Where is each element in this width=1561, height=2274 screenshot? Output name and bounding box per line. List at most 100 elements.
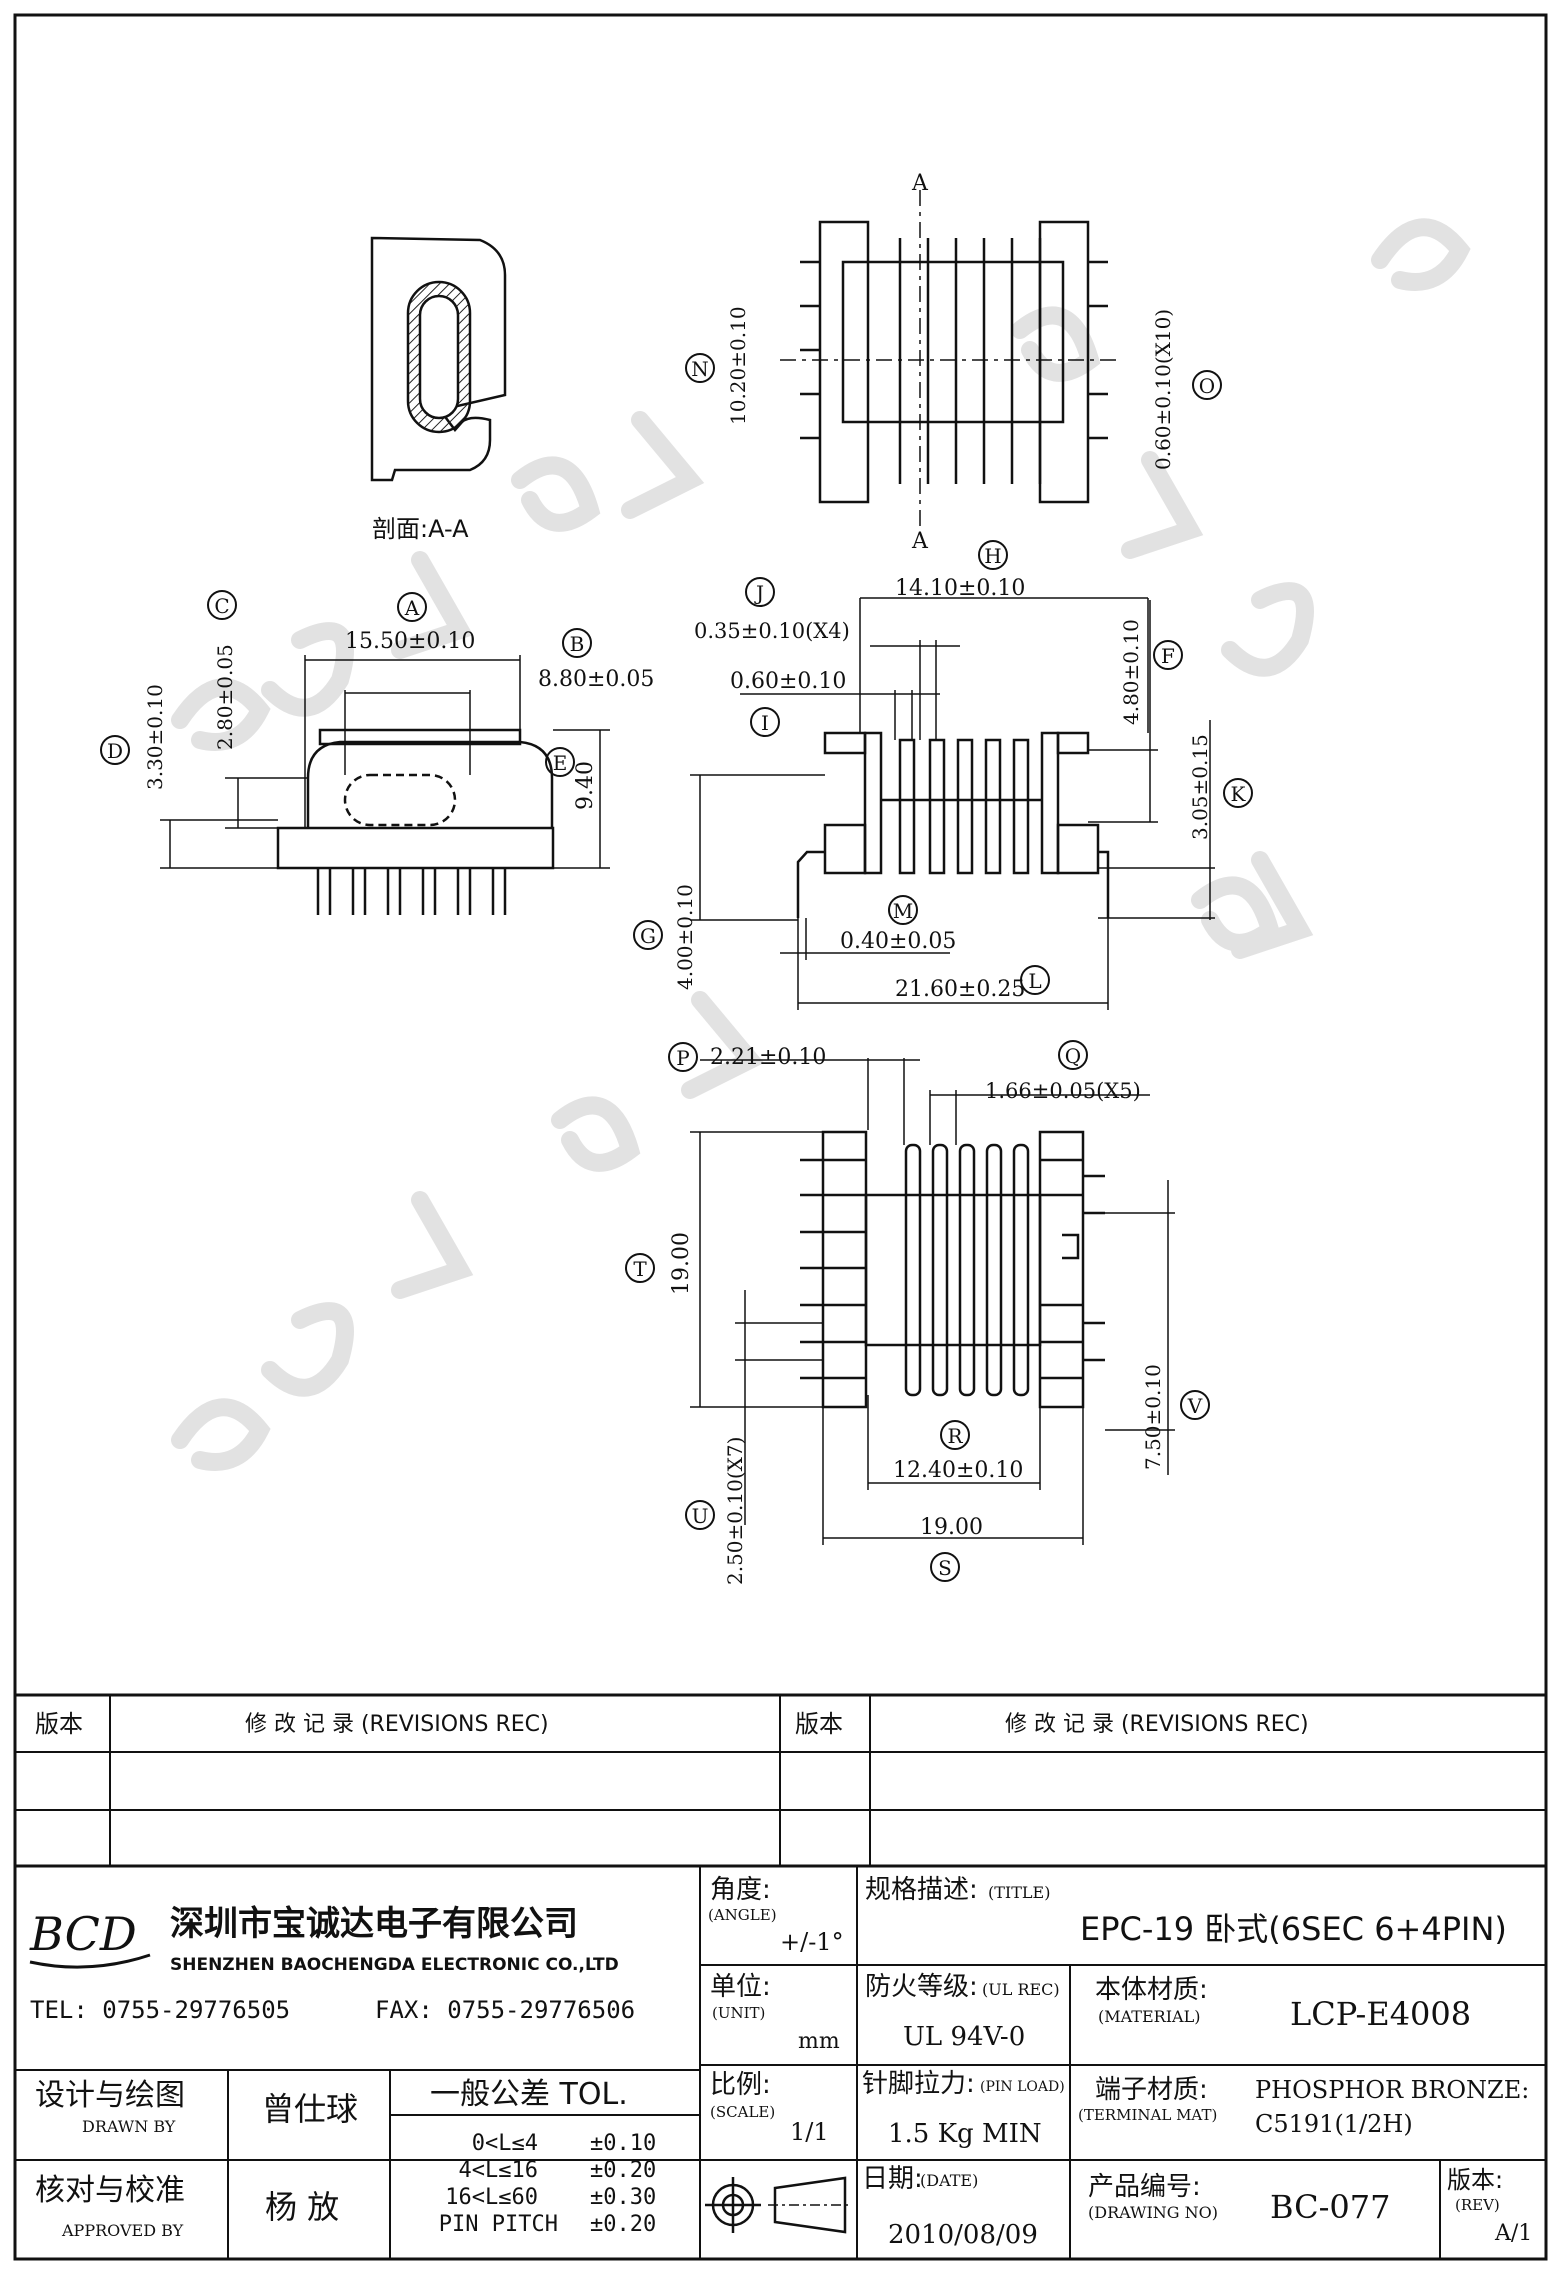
svg-text:15.50±0.10: 15.50±0.10: [345, 629, 475, 654]
svg-text:12.40±0.10: 12.40±0.10: [893, 1458, 1023, 1483]
svg-text:B: B: [570, 632, 585, 656]
dim-C: C 2.80±0.05: [207, 590, 237, 750]
drawing-no-value: BC-077: [1270, 2188, 1390, 2226]
svg-text:21.60±0.25: 21.60±0.25: [895, 977, 1025, 1002]
watermark: [171, 218, 1471, 1471]
svg-text:P: P: [676, 1046, 689, 1070]
dim-S: S 19.00: [920, 1515, 983, 1582]
company-block: BCD 深圳市宝诚达电子有限公司 SHENZHEN BAOCHENGDA ELE…: [29, 1904, 635, 2024]
dim-N: N 10.20±0.10: [685, 306, 750, 425]
company-name-cn: 深圳市宝诚达电子有限公司: [170, 1904, 578, 1944]
ul-label-en: (UL REC): [982, 1980, 1060, 1999]
drawn-name: 曾仕球: [262, 2090, 358, 2128]
tol-title: 一般公差 TOL.: [430, 2077, 628, 2112]
tol-range: 16<L≤60: [445, 2185, 538, 2210]
material-value: LCP-E4008: [1290, 1995, 1471, 2033]
pinload-value: 1.5 Kg MIN: [888, 2119, 1042, 2149]
side-view: [796, 731, 1110, 918]
date-label-en: (DATE): [920, 2171, 978, 2190]
svg-text:3.30±0.10: 3.30±0.10: [143, 684, 167, 790]
company-name-en: SHENZHEN BAOCHENGDA ELECTRONIC CO.,LTD: [170, 1955, 619, 1975]
title-value: EPC-19 卧式(6SEC 6+4PIN): [1080, 1910, 1507, 1948]
svg-text:7.50±0.10: 7.50±0.10: [1141, 1364, 1165, 1470]
dim-M: M 0.40±0.05: [840, 895, 956, 954]
dim-J: J 0.35±0.10(X4): [694, 577, 850, 643]
dim-Q: Q 1.66±0.05(X5): [985, 1040, 1141, 1103]
dim-R: R 12.40±0.10: [893, 1420, 1023, 1483]
svg-text:14.10±0.10: 14.10±0.10: [895, 576, 1025, 601]
terminal-value-1: PHOSPHOR BRONZE:: [1255, 2076, 1529, 2104]
front-view-dimlines: [160, 655, 610, 869]
terminal-label-en: (TERMINAL MAT): [1078, 2106, 1217, 2124]
unit-label: 单位:: [710, 1972, 771, 2002]
svg-text:4.80±0.10: 4.80±0.10: [1119, 619, 1143, 725]
date-value: 2010/08/09: [888, 2220, 1038, 2250]
dim-L: L 21.60±0.25: [895, 965, 1050, 1002]
section-view: [370, 236, 507, 482]
dim-U: U 2.50±0.10(X7): [685, 1437, 747, 1585]
rev-label: 版本:: [1447, 2166, 1503, 2194]
tol-range: 4<L≤16: [459, 2158, 538, 2183]
angle-label: 角度:: [710, 1875, 771, 1905]
revisions-table: [15, 1693, 1546, 1868]
dim-K: K 3.05±0.15: [1188, 734, 1253, 840]
terminal-value-2: C5191(1/2H): [1255, 2110, 1413, 2138]
svg-text:F: F: [1161, 644, 1175, 668]
svg-text:8.80±0.05: 8.80±0.05: [538, 667, 654, 692]
svg-text:Q: Q: [1065, 1044, 1081, 1068]
svg-text:19.00: 19.00: [669, 1232, 694, 1295]
title-block-grid: [15, 1866, 1546, 2259]
unit-label-en: (UNIT): [712, 2004, 765, 2022]
svg-text:K: K: [1231, 782, 1247, 806]
svg-text:1.66±0.05(X5): 1.66±0.05(X5): [985, 1079, 1141, 1103]
svg-text:0.60±0.10(X10): 0.60±0.10(X10): [1151, 309, 1175, 470]
svg-text:E: E: [553, 751, 568, 775]
drawing-no-label: 产品编号:: [1088, 2172, 1201, 2202]
svg-text:R: R: [947, 1424, 963, 1448]
dim-H: H 14.10±0.10: [895, 540, 1025, 601]
material-label: 本体材质:: [1095, 1975, 1208, 2005]
rev-label-en: (REV): [1455, 2196, 1500, 2214]
drawn-label-en: DRAWN BY: [82, 2117, 176, 2136]
tolerance-list: 0<L≤4 ±0.10 4<L≤16 ±0.20 16<L≤60 ±0.30 P…: [439, 2131, 656, 2237]
section-marker-top: A: [911, 171, 929, 196]
dim-P: P 2.21±0.10: [668, 1042, 826, 1072]
svg-text:N: N: [691, 357, 709, 381]
bottom-view: [800, 1130, 1105, 1409]
svg-text:2.21±0.10: 2.21±0.10: [710, 1045, 826, 1070]
scale-label-en: (SCALE): [710, 2103, 775, 2121]
svg-text:2.80±0.05: 2.80±0.05: [213, 644, 237, 750]
svg-text:0.40±0.05: 0.40±0.05: [840, 929, 956, 954]
tol-value: ±0.20: [590, 2158, 656, 2183]
approved-label: 核对与校准: [35, 2173, 185, 2208]
projection-symbol-icon: [705, 2176, 852, 2234]
svg-text:3.05±0.15: 3.05±0.15: [1188, 734, 1212, 840]
side-view-dimlines: [690, 597, 1215, 1010]
approved-label-en: APPROVED BY: [61, 2221, 184, 2240]
drawn-label: 设计与绘图: [35, 2078, 185, 2113]
svg-text:C: C: [214, 594, 229, 618]
svg-text:I: I: [761, 711, 769, 735]
svg-text:D: D: [107, 739, 123, 763]
date-label: 日期:: [862, 2164, 923, 2194]
tol-value: ±0.30: [590, 2185, 656, 2210]
dim-B: B 8.80±0.05: [538, 628, 654, 692]
svg-text:M: M: [893, 899, 913, 923]
dim-O: O 0.60±0.10(X10): [1151, 309, 1222, 470]
top-view: [780, 190, 1120, 530]
rev-record-header-left: 修 改 记 录 (REVISIONS REC): [245, 1712, 549, 1737]
ul-value: UL 94V-0: [903, 2022, 1025, 2052]
unit-value: mm: [798, 2029, 840, 2054]
sheet-border: [13, 13, 1548, 2261]
tol-range: 0<L≤4: [472, 2131, 538, 2156]
front-view: [276, 728, 555, 915]
section-label: 剖面:A-A: [372, 515, 469, 543]
dim-I: I 0.60±0.10: [730, 669, 846, 737]
bottom-view-dimlines: [690, 1058, 1175, 1545]
svg-text:19.00: 19.00: [920, 1515, 983, 1540]
svg-text:T: T: [633, 1257, 647, 1281]
svg-text:O: O: [1199, 374, 1215, 398]
svg-text:10.20±0.10: 10.20±0.10: [726, 306, 750, 425]
title-label-en: (TITLE): [988, 1883, 1050, 1902]
svg-text:4.00±0.10: 4.00±0.10: [673, 884, 697, 990]
